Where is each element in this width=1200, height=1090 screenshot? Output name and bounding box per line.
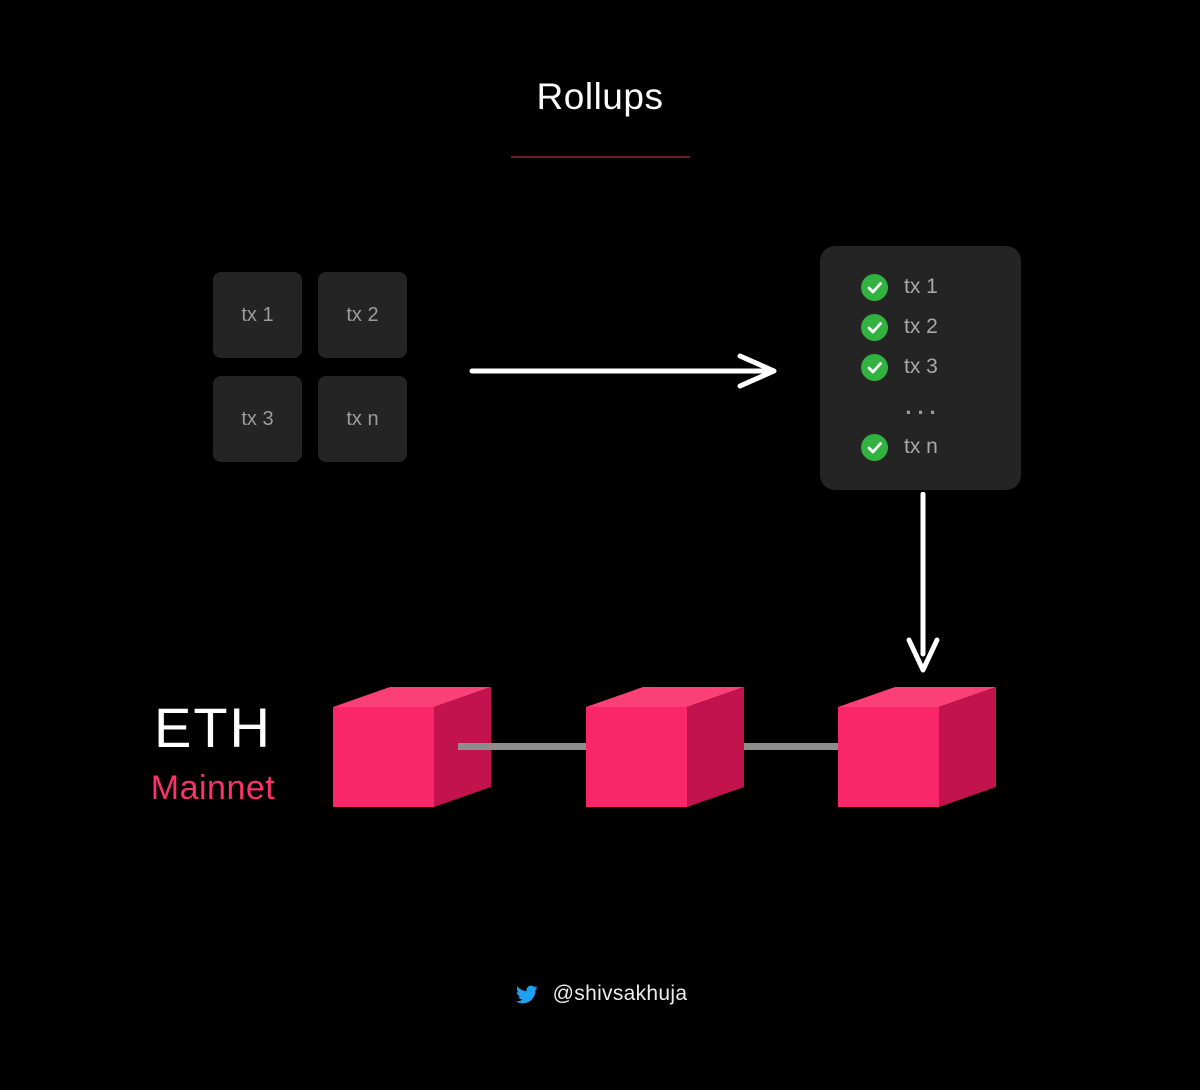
eth-block-3 [838, 687, 996, 807]
ellipsis-label: ... [905, 394, 942, 419]
tx-row: tx 1 [820, 267, 1021, 307]
tx-row: tx n [820, 427, 1021, 467]
page-title: Rollups [536, 76, 664, 117]
block-side-face [687, 687, 744, 807]
block-side-face [939, 687, 996, 807]
tx-row: tx 3 [820, 347, 1021, 387]
tx-box-n: tx n [318, 376, 407, 462]
tx-row: tx 2 [820, 307, 1021, 347]
eth-block-2 [586, 687, 744, 807]
tx-box-1: tx 1 [213, 272, 302, 358]
eth-label-group: ETH Mainnet [138, 700, 288, 808]
block-front-face [586, 707, 687, 807]
footer-credit: @shivsakhuja [0, 982, 1200, 1006]
check-icon [861, 433, 888, 461]
eth-label: ETH [154, 696, 272, 759]
right-arrow-icon [469, 353, 777, 389]
block-front-face [333, 707, 434, 807]
rollup-batch-panel: tx 1 tx 2 tx 3 ... tx n [820, 246, 1021, 490]
check-icon [861, 313, 888, 341]
twitter-handle: @shivsakhuja [552, 982, 688, 1005]
twitter-icon [515, 985, 538, 1003]
tx-row-label: tx 3 [904, 355, 938, 378]
tx-box-2: tx 2 [318, 272, 407, 358]
tx-box-3: tx 3 [213, 376, 302, 462]
tx-grid: tx 1 tx 2 tx 3 tx n [213, 272, 407, 462]
title-underline [511, 156, 690, 158]
down-arrow-icon [906, 492, 940, 673]
ellipsis-row: ... [820, 387, 1021, 427]
tx-row-label: tx 2 [904, 315, 938, 338]
check-icon [861, 353, 888, 381]
tx-row-label: tx n [904, 435, 938, 458]
tx-row-label: tx 1 [904, 275, 938, 298]
eth-mainnet-label: Mainnet [150, 769, 276, 807]
block-front-face [838, 707, 939, 807]
check-icon [861, 273, 888, 301]
